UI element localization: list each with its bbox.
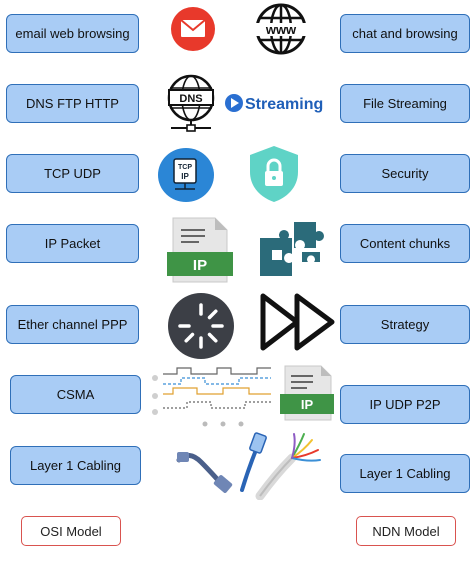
ip-file-text-2: IP <box>301 397 314 412</box>
dns-server-icon: DNS <box>163 74 219 134</box>
osi-layer-label: Layer 1 Cabling <box>29 458 122 473</box>
ndn-layer-streaming: File Streaming <box>340 84 470 123</box>
osi-layer-application: email web browsing <box>6 14 139 53</box>
osi-layer-mac: CSMA <box>10 375 141 414</box>
caption <box>0 560 474 570</box>
ndn-layer-label: Layer 1 Cabling <box>359 466 451 481</box>
strategy-dial-icon <box>165 292 237 360</box>
osi-layer-physical: Layer 1 Cabling <box>10 446 141 485</box>
ndn-layer-label: File Streaming <box>363 96 447 111</box>
ndn-layer-application: chat and browsing <box>340 14 470 53</box>
ndn-layer-label: chat and browsing <box>352 26 458 41</box>
ndn-layer-strategy: Strategy <box>340 305 470 344</box>
osi-layer-label: Ether channel PPP <box>17 317 128 332</box>
fiber-cable-icon <box>252 430 322 500</box>
osi-layer-datalink: Ether channel PPP <box>6 305 139 344</box>
streaming-logo-icon: Streaming <box>224 92 336 114</box>
ndn-layer-security: Security <box>340 154 470 193</box>
osi-layer-network: IP Packet <box>6 224 139 263</box>
serial-cable-icon <box>175 440 235 496</box>
email-icon <box>170 6 216 52</box>
ndn-model-label: NDN Model <box>356 516 456 546</box>
ip-file-icon: IP <box>163 216 235 284</box>
csma-signal-diagram-icon <box>147 364 275 432</box>
osi-layer-label: TCP UDP <box>44 166 101 181</box>
ndn-layer-label: IP UDP P2P <box>369 397 441 412</box>
osi-layer-label: email web browsing <box>15 26 130 41</box>
osi-layer-presentation: DNS FTP HTTP <box>6 84 139 123</box>
osi-model-label: OSI Model <box>21 516 121 546</box>
ip-file-text: IP <box>193 257 207 274</box>
osi-model-title: OSI Model <box>40 523 102 539</box>
www-globe-icon: www <box>251 3 311 55</box>
fast-forward-icon <box>260 293 336 351</box>
ip-file-icon-2: IP <box>277 364 337 422</box>
ndn-layer-physical: Layer 1 Cabling <box>340 454 470 493</box>
ndn-layer-transport: IP UDP P2P <box>340 385 470 424</box>
ndn-layer-content: Content chunks <box>340 224 470 263</box>
ndn-layer-label: Content chunks <box>359 236 451 251</box>
security-shield-icon <box>246 144 302 204</box>
ndn-layer-label: Strategy <box>380 317 430 332</box>
www-text: www <box>265 22 297 37</box>
ndn-layer-label: Security <box>381 166 429 181</box>
dns-text: DNS <box>179 93 202 105</box>
puzzle-pieces-icon <box>258 218 328 278</box>
osi-layer-transport: TCP UDP <box>6 154 139 193</box>
streaming-text: Streaming <box>245 96 323 113</box>
osi-layer-label: DNS FTP HTTP <box>26 96 119 111</box>
tcp-ip-icon: TCP IP <box>157 147 215 203</box>
osi-layer-label: IP Packet <box>44 236 101 251</box>
osi-layer-label: CSMA <box>56 387 95 402</box>
ip-text: IP <box>181 172 189 181</box>
ndn-model-title: NDN Model <box>372 523 440 539</box>
tcp-text: TCP <box>178 164 192 171</box>
ethernet-cable-icon <box>234 430 274 492</box>
